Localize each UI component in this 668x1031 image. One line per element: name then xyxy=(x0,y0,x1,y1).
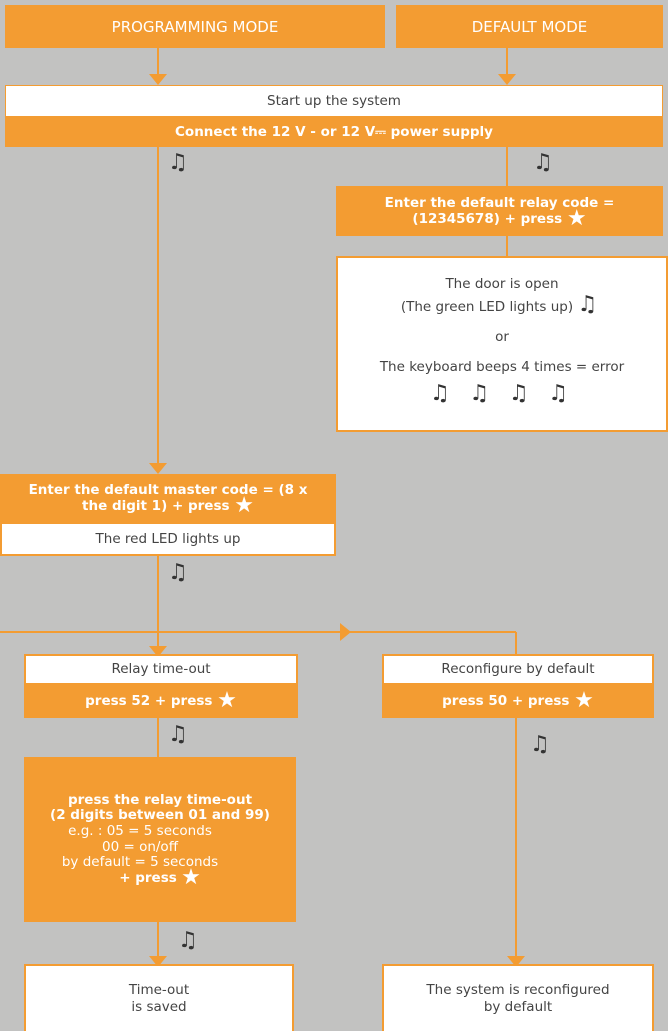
beep-icon: ♫ xyxy=(430,380,456,406)
relay-timeout-press: press 52 + press xyxy=(85,693,213,710)
default-relay-line2: (12345678) + press xyxy=(412,211,563,227)
arrow-head xyxy=(149,956,167,967)
beep-icon: ♫ xyxy=(508,380,535,406)
star-key-icon: ★ xyxy=(217,688,237,714)
reconfigure-box: Reconfigure by default xyxy=(382,654,654,685)
beep-icon: ♫ xyxy=(178,928,198,953)
default-mode-header: DEFAULT MODE xyxy=(396,5,663,48)
arrow-head xyxy=(507,956,525,967)
star-key-icon: ★ xyxy=(574,688,594,714)
power-supply-text: Connect the 12 V - or 12 V⎓ power supply xyxy=(175,123,493,140)
timeout-saved-line2: is saved xyxy=(131,998,187,1015)
error-text: The keyboard beeps 4 times = error xyxy=(379,358,625,375)
reconfigured-line1: The system is reconfigured xyxy=(426,982,610,999)
red-led-text: The red LED lights up xyxy=(95,530,241,547)
green-led-text: (The green LED lights up) xyxy=(400,299,574,316)
beep-icon: ♫ xyxy=(168,722,188,747)
beep-icon: ♫ xyxy=(533,150,553,175)
four-beeps-icon: ♫ ♫ ♫ ♫ xyxy=(430,381,574,407)
arrow-head xyxy=(149,646,167,657)
beep-icon: ♫ xyxy=(530,732,550,757)
reconfigure-press-box: press 50 + press ★ xyxy=(382,685,654,718)
reconfigured-box: The system is reconfigured by default xyxy=(382,964,654,1031)
timeout-entry-line6: + press xyxy=(119,869,177,886)
arrow-head xyxy=(149,74,167,85)
programming-mode-header: PROGRAMMING MODE xyxy=(5,5,385,48)
door-status-box: The door is open (The green LED lights u… xyxy=(336,256,668,432)
star-key-icon: ★ xyxy=(566,206,587,231)
or-text: or xyxy=(495,328,509,345)
star-key-icon: ★ xyxy=(234,493,254,518)
beep-icon: ♫ xyxy=(168,560,188,585)
default-relay-line1: Enter the default relay code = xyxy=(384,194,615,211)
startup-box: Start up the system xyxy=(5,85,663,117)
star-key-icon: ★ xyxy=(181,864,201,890)
timeout-entry-box: press the relay time-out (2 digits betwe… xyxy=(24,757,296,922)
default-relay-code-box: Enter the default relay code = (12345678… xyxy=(336,186,663,236)
arrow-head xyxy=(149,463,167,474)
timeout-saved-box: Time-out is saved xyxy=(24,964,294,1031)
door-open-text: The door is open xyxy=(445,276,559,292)
programming-mode-label: PROGRAMMING MODE xyxy=(111,17,279,36)
timeout-entry-line1: press the relay time-out xyxy=(67,791,253,808)
beep-icon: ♫ xyxy=(469,380,496,406)
startup-text: Start up the system xyxy=(267,92,401,109)
master-code-line1: Enter the default master code = (8 x xyxy=(28,481,308,498)
timeout-saved-line1: Time-out xyxy=(128,982,190,999)
master-code-box: Enter the default master code = (8 x the… xyxy=(0,474,336,522)
arrow-head xyxy=(340,623,351,641)
timeout-entry-line5: by default = 5 seconds xyxy=(61,854,219,871)
beep-icon: ♫ xyxy=(577,292,604,318)
red-led-box: The red LED lights up xyxy=(0,522,336,556)
reconfigured-line2: by default xyxy=(483,998,553,1015)
timeout-entry-line4: 00 = on/off xyxy=(102,838,178,855)
arrow-head xyxy=(498,74,516,85)
reconfigure-press: press 50 + press xyxy=(442,693,570,710)
timeout-entry-line2: (2 digits between 01 and 99) xyxy=(50,807,270,824)
reconfigure-title: Reconfigure by default xyxy=(441,661,595,678)
relay-timeout-title: Relay time-out xyxy=(111,661,211,678)
master-code-line2: the digit 1) + press xyxy=(82,498,230,514)
beep-icon: ♫ xyxy=(168,150,188,175)
timeout-entry-line3: e.g. : 05 = 5 seconds xyxy=(68,822,212,839)
relay-timeout-press-box: press 52 + press ★ xyxy=(24,685,298,718)
beep-icon: ♫ xyxy=(548,380,574,406)
power-supply-box: Connect the 12 V - or 12 V⎓ power supply xyxy=(5,117,663,147)
default-mode-label: DEFAULT MODE xyxy=(471,17,588,36)
relay-timeout-box: Relay time-out xyxy=(24,654,298,685)
